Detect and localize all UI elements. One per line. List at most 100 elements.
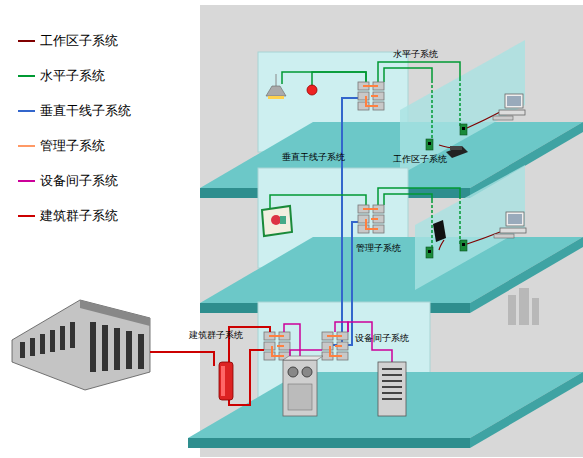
entrance-facility <box>221 366 225 396</box>
legend-row: 工作区子系统 <box>18 32 118 50</box>
telephone <box>446 146 468 158</box>
ornament <box>508 295 516 325</box>
server-tower <box>382 368 402 370</box>
work-area-cable <box>439 112 500 250</box>
entrance-facility <box>219 362 233 400</box>
campus-building <box>12 300 150 390</box>
campus-building <box>114 328 120 370</box>
alarm-sensor <box>307 85 317 95</box>
server-tower <box>382 386 402 388</box>
legend-swatch <box>18 40 35 42</box>
ceiling-lamp <box>266 74 286 99</box>
wall-picture <box>262 206 292 236</box>
legend-row: 水平子系统 <box>18 67 105 85</box>
server-tower <box>382 374 402 376</box>
legend-row: 管理子系统 <box>18 137 105 155</box>
subsystem-label: 水平子系统 <box>393 49 438 60</box>
ornament <box>519 288 529 325</box>
legend-swatch <box>18 215 35 217</box>
patch-panel <box>322 332 348 360</box>
equipment-cable <box>284 324 300 352</box>
legend-text: 垂直干线子系统 <box>40 102 131 120</box>
legend-text: 工作区子系统 <box>40 32 118 50</box>
wall-picture <box>262 206 292 236</box>
wall-outlet <box>460 240 467 251</box>
server-tower <box>382 392 402 394</box>
server-tower <box>378 362 406 416</box>
campus-building <box>20 322 144 372</box>
ceiling-lamp <box>276 74 277 86</box>
horizontal-cable <box>282 72 366 84</box>
computer <box>493 94 525 120</box>
fax-device <box>433 220 446 242</box>
pbx-cabinet <box>288 384 312 410</box>
legend-text: 管理子系统 <box>40 137 105 155</box>
campus-building <box>40 334 45 354</box>
pbx-cabinet <box>302 367 312 377</box>
legend-swatch <box>18 110 35 112</box>
patch-panel <box>358 82 384 110</box>
legend-swatch <box>18 145 35 147</box>
subsystem-label: 管理子系统 <box>356 243 401 254</box>
campus-building <box>20 342 25 358</box>
fax-device <box>433 220 446 242</box>
legend-text: 建筑群子系统 <box>40 207 118 225</box>
subsystem-label: 建筑群子系统 <box>189 330 243 341</box>
ground-floor <box>188 438 470 448</box>
wall-outlet <box>426 247 433 258</box>
ornament <box>508 288 539 325</box>
horizontal-cable <box>431 80 433 140</box>
legend-row: 设备间子系统 <box>18 172 118 190</box>
legend-swatch <box>18 75 35 77</box>
ceiling-lamp <box>268 96 284 99</box>
horizontal-cable <box>384 68 432 82</box>
wall-outlet <box>460 124 467 135</box>
work-area-cable <box>439 240 444 250</box>
backbone-cable <box>330 98 360 345</box>
equipment-cable <box>335 322 348 332</box>
middle-floor <box>415 165 525 290</box>
campus-building <box>12 300 150 390</box>
campus-building <box>138 334 144 369</box>
pbx-cabinet <box>283 356 323 416</box>
telephone <box>450 146 462 150</box>
legend-text: 设备间子系统 <box>40 172 118 190</box>
computer <box>494 212 526 238</box>
server-tower <box>382 368 402 400</box>
horizontal-cable <box>378 188 460 205</box>
pbx-cabinet <box>283 356 323 360</box>
backbone-cable <box>330 98 360 345</box>
subsystem-label: 垂直干线子系统 <box>282 152 345 163</box>
server-tower <box>382 380 402 382</box>
horizontal-cable <box>431 200 433 250</box>
ceiling-lamp <box>266 86 286 96</box>
horizontal-cable <box>270 62 460 250</box>
wall-outlet <box>426 139 433 150</box>
legend-swatch <box>18 180 35 182</box>
campus-building <box>70 322 75 348</box>
server-tower <box>382 398 402 400</box>
ground-floor <box>470 372 583 448</box>
horizontal-cable <box>459 196 461 244</box>
wall-picture <box>271 215 281 225</box>
patch-panel <box>358 205 384 233</box>
campus-building <box>90 322 96 372</box>
entrance-facility <box>219 362 233 400</box>
pbx-cabinet <box>288 367 298 377</box>
campus-building <box>102 325 108 371</box>
server-tower <box>378 362 406 416</box>
pbx-cabinet <box>283 360 317 416</box>
campus-cable <box>229 350 264 405</box>
horizontal-cable <box>378 62 460 82</box>
legend-text: 水平子系统 <box>40 67 105 85</box>
subsystem-label: 工作区子系统 <box>393 154 447 165</box>
wall-picture <box>280 216 286 224</box>
ornament <box>532 298 539 325</box>
subsystem-label: 设备间子系统 <box>355 333 409 344</box>
campus-building <box>126 331 132 369</box>
campus-building <box>30 338 35 356</box>
horizontal-cable <box>384 194 432 205</box>
telephone <box>446 146 468 158</box>
patch-panel <box>264 332 290 360</box>
